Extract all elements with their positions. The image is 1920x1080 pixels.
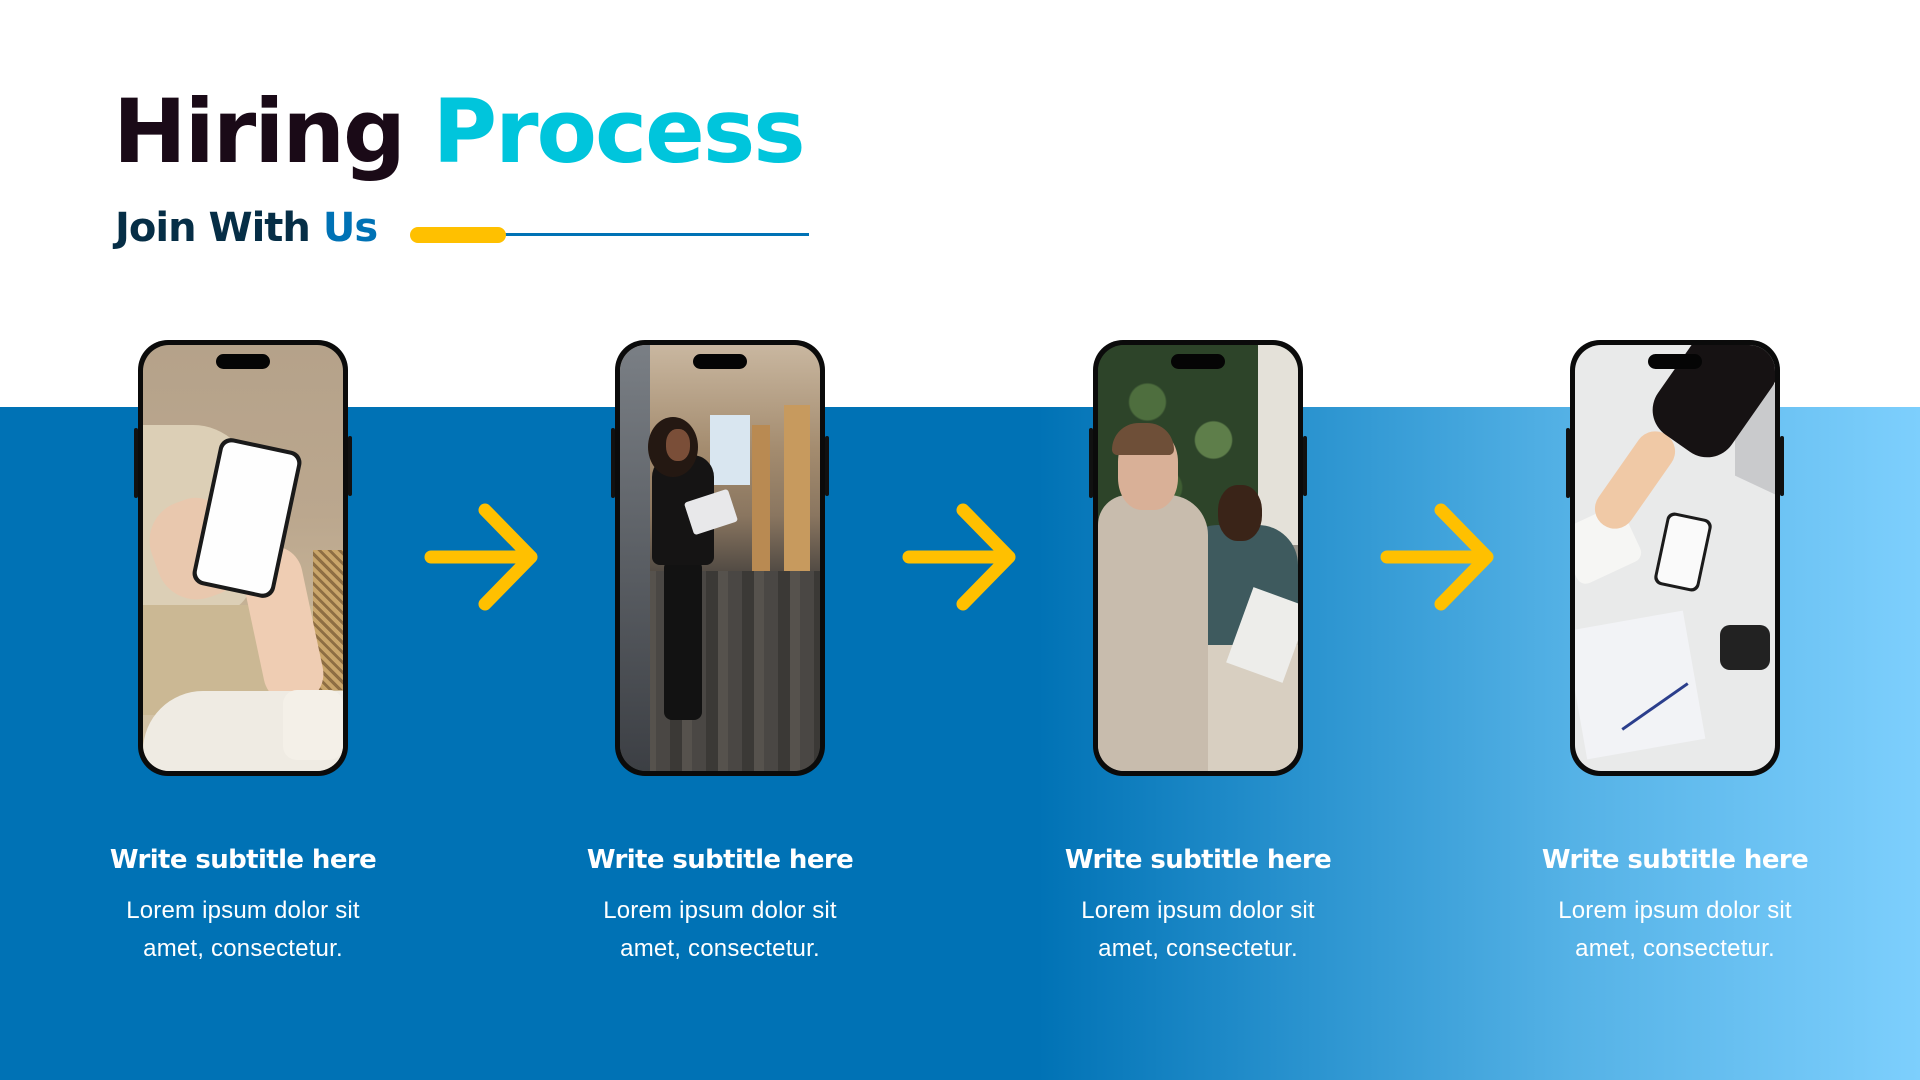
woman-with-laptop-in-hallway-photo [620,345,820,771]
subtitle-us: Us [322,205,378,251]
title-word-hiring: Hiring [113,80,406,183]
phone-mockup-step-3 [1089,340,1307,776]
title-word-process: Process [432,80,806,183]
decorative-line [500,233,809,236]
step-3-caption: Write subtitle here Lorem ipsum dolor si… [1033,845,1363,968]
hands-holding-phone-photo [143,345,343,771]
step-subtitle: Write subtitle here [586,845,854,875]
step-subtitle: Write subtitle here [1541,845,1809,875]
step-subtitle: Write subtitle here [109,845,377,875]
step-subtitle: Write subtitle here [1064,845,1332,875]
dynamic-island [1648,354,1702,369]
dynamic-island [216,354,270,369]
arrow-right-icon [424,503,538,611]
step-1-caption: Write subtitle here Lorem ipsum dolor si… [78,845,408,968]
job-interview-meeting-photo [1098,345,1298,771]
step-4-caption: Write subtitle here Lorem ipsum dolor si… [1510,845,1840,968]
phone-mockup-step-4 [1566,340,1784,776]
phone-mockup-step-1 [134,340,352,776]
dynamic-island [1171,354,1225,369]
decorative-yellow-pill [410,227,506,243]
arrow-right-icon [902,503,1016,611]
page-title: Hiring Process [113,88,806,176]
dynamic-island [693,354,747,369]
phone-mockup-step-2 [611,340,829,776]
page-subtitle: Join With Us [115,205,378,251]
subtitle-join-with: Join With [115,205,311,251]
handshake-over-desk-photo [1575,345,1775,771]
arrow-right-icon [1380,503,1494,611]
step-2-caption: Write subtitle here Lorem ipsum dolor si… [555,845,885,968]
